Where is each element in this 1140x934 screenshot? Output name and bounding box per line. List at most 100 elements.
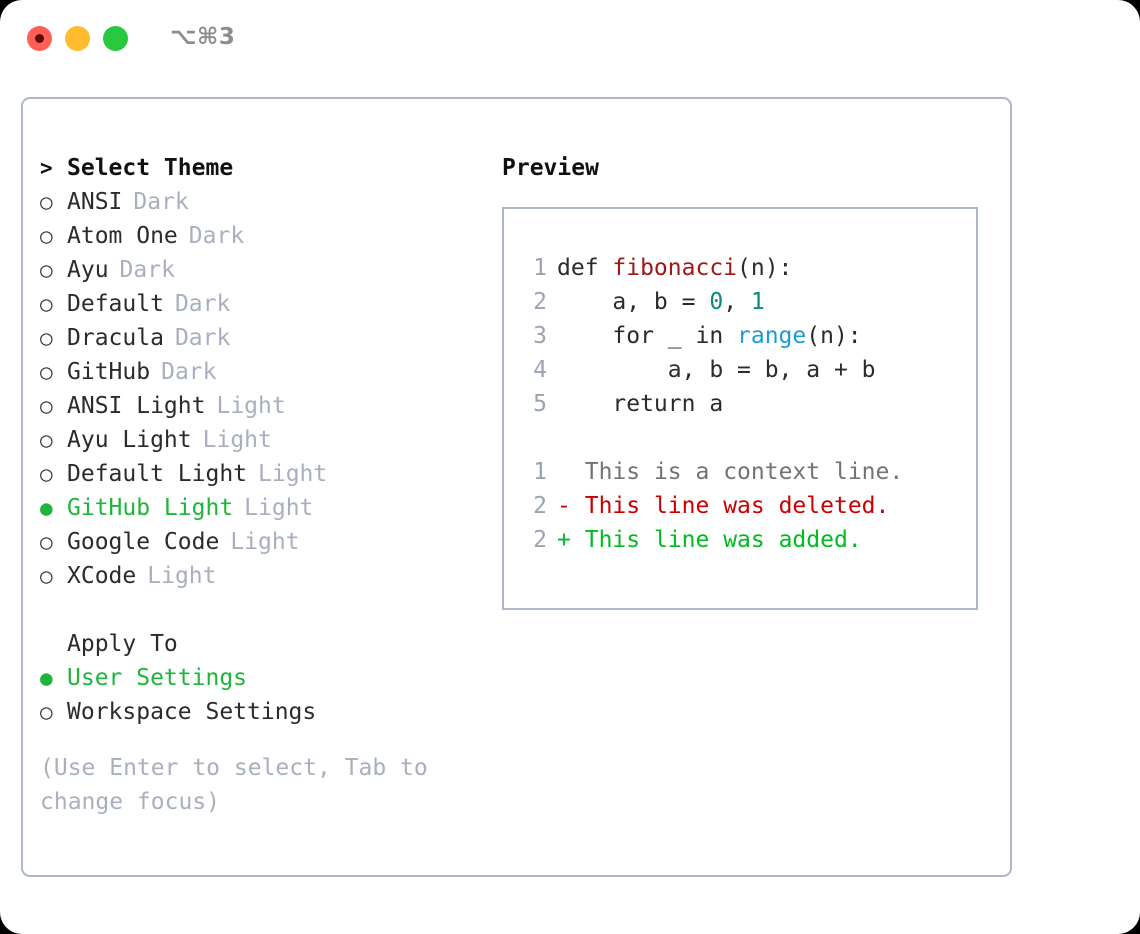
theme-label: GitHub (67, 359, 151, 385)
code-text: for _ in range(n): (557, 323, 862, 349)
diff-text: This line was deleted. (571, 493, 890, 519)
theme-variant-tag: Dark (119, 257, 175, 283)
code-line: 2 a, b = 0, 1 (521, 285, 976, 319)
line-number: 2 (533, 493, 547, 519)
theme-list-item[interactable]: ○ Google Code Light (40, 525, 490, 559)
keyboard-hint-text: (Use Enter to select, Tab to change focu… (40, 755, 428, 815)
line-number: 2 (533, 527, 547, 553)
theme-variant-tag: Dark (188, 223, 245, 249)
theme-list-item[interactable]: ○ Ayu Light Light (40, 423, 490, 457)
apply-to-item[interactable]: ○Workspace Settings (40, 695, 490, 729)
theme-list-item[interactable]: ○ Default Dark (40, 287, 490, 321)
radio-unselected-icon: ○ (40, 428, 53, 452)
radio-unselected-icon: ○ (40, 224, 53, 248)
apply-to-label: User Settings (67, 665, 248, 691)
theme-list-item[interactable]: ○ GitHub Dark (40, 355, 490, 389)
diff-line-context: 1 This is a context line. (521, 455, 976, 489)
diff-body: This is a context line. (584, 459, 904, 485)
theme-label: GitHub Light (67, 495, 234, 521)
diff-sign: - (557, 493, 571, 519)
theme-variant-tag: Dark (174, 291, 231, 317)
minimize-button[interactable] (65, 26, 90, 51)
apply-to-item-selected[interactable]: ● User Settings (40, 661, 490, 695)
theme-variant-tag: Dark (133, 189, 189, 215)
code-text: a, b = b, a + b (557, 357, 876, 383)
maximize-button[interactable] (103, 26, 128, 51)
theme-variant-tag: Light (216, 393, 286, 419)
caret-icon: > (40, 156, 53, 180)
line-number: 1 (533, 459, 547, 485)
theme-list-item[interactable]: ○ Default Light Light (40, 457, 490, 491)
code-text: a, b = 0, 1 (557, 289, 765, 315)
radio-unselected-icon: ○ (40, 564, 53, 588)
theme-label: Ayu Light (67, 427, 192, 453)
theme-label: Default Light (67, 461, 248, 487)
window-controls (27, 26, 128, 51)
apply-to-header: ○Apply To (40, 627, 490, 661)
diff-text: This is a context line. (571, 459, 904, 485)
theme-variant-tag: Light (202, 427, 272, 453)
theme-variant-tag: Light (147, 563, 217, 589)
radio-unselected-icon: ○ (40, 700, 53, 724)
code-line: 1 def fibonacci(n): (521, 251, 976, 285)
theme-variant-tag: Dark (161, 359, 217, 385)
radio-unselected-icon: ○ (40, 292, 53, 316)
theme-list-item[interactable]: ○ Ayu Dark (40, 253, 490, 287)
code-text: return a (557, 391, 723, 417)
line-number: 5 (533, 391, 547, 417)
code-section-gap (521, 421, 976, 455)
code-token-function: fibonacci (612, 255, 738, 281)
diff-body: This line was deleted. (584, 493, 890, 519)
diff-body: This line was added. (584, 527, 862, 553)
theme-list-item[interactable]: ○ ANSI Light Light (40, 389, 490, 423)
select-theme-title: Select Theme (67, 155, 234, 181)
radio-unselected-icon: ○ (40, 190, 53, 214)
close-button[interactable] (27, 26, 52, 51)
radio-unselected-icon: ○ (40, 530, 53, 554)
radio-unselected-icon: ○ (40, 360, 53, 384)
theme-label: ANSI (67, 189, 123, 215)
radio-unselected-icon: ○ (40, 462, 53, 486)
theme-label: Google Code (67, 529, 220, 555)
theme-list-item[interactable]: ○ ANSI Dark (40, 185, 490, 219)
radio-unselected-icon: ○ (40, 394, 53, 418)
theme-variant-tag: Dark (174, 325, 231, 351)
code-line: 5 return a (521, 387, 976, 421)
apply-to-title: Apply To (67, 631, 178, 657)
radio-unselected-icon: ○ (40, 258, 53, 282)
code-token-call: range (737, 323, 807, 349)
section-spacer (40, 593, 490, 627)
theme-label: Ayu (67, 257, 109, 283)
line-number: 1 (533, 255, 547, 281)
preview-title: Preview (502, 155, 599, 181)
theme-label: Default (67, 291, 164, 317)
preview-column: Preview 1 def fibonacci(n): 2 a, b = 0, 1… (502, 151, 992, 610)
diff-sign (557, 459, 571, 485)
diff-line-deleted: 2- This line was deleted. (521, 489, 976, 523)
theme-variant-tag: Light (230, 529, 300, 555)
radio-selected-icon: ● (40, 666, 53, 690)
keyboard-shortcut-label: ⌥⌘3 (170, 24, 236, 50)
line-number: 2 (533, 289, 547, 315)
theme-label: Atom One (67, 223, 178, 249)
radio-selected-icon: ● (40, 496, 53, 520)
title-bar: ⌥⌘3 (0, 0, 1140, 76)
line-number: 3 (533, 323, 547, 349)
code-line: 3 for _ in range(n): (521, 319, 976, 353)
code-token-plain: a, b = b, a + b (667, 357, 876, 383)
diff-sign: + (557, 527, 571, 553)
code-preview-box: 1 def fibonacci(n): 2 a, b = 0, 1 3 for _… (502, 207, 978, 610)
theme-label: Dracula (67, 325, 164, 351)
line-number: 4 (533, 357, 547, 383)
code-text: def fibonacci(n): (557, 255, 793, 281)
select-theme-header: > Select Theme (40, 151, 490, 185)
diff-line-added: 2 + This line was added. (521, 523, 976, 557)
theme-list-item[interactable]: ○ Atom One Dark (40, 219, 490, 253)
theme-variant-tag: Light (258, 461, 328, 487)
theme-label: ANSI Light (67, 393, 206, 419)
